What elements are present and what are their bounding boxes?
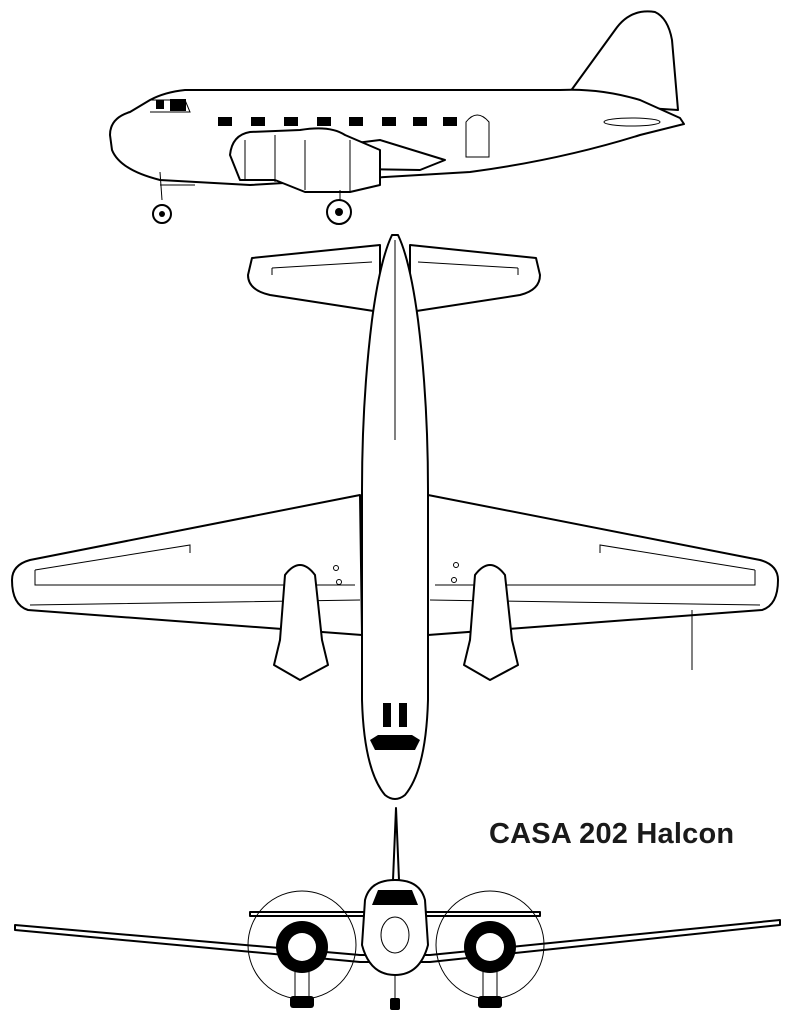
top-fuselage <box>361 234 429 800</box>
side-windows <box>218 117 457 126</box>
side-tail-fin <box>569 10 679 111</box>
top-right-engine <box>463 564 519 681</box>
front-left-wheels <box>290 996 314 1008</box>
front-view <box>14 807 781 1010</box>
front-tail-wheel <box>390 998 400 1010</box>
side-view <box>109 10 685 225</box>
aircraft-title: CASA 202 Halcon <box>489 818 735 850</box>
top-horizontal-tail <box>247 244 381 313</box>
side-door <box>465 114 490 158</box>
top-right-wing <box>427 494 779 636</box>
front-right-wheels <box>478 996 502 1008</box>
top-cockpit-windows <box>370 703 420 750</box>
top-left-engine <box>273 564 329 681</box>
top-view <box>11 234 779 800</box>
top-left-wing <box>11 494 363 636</box>
front-fin <box>392 807 400 881</box>
side-fuselage <box>109 88 685 186</box>
